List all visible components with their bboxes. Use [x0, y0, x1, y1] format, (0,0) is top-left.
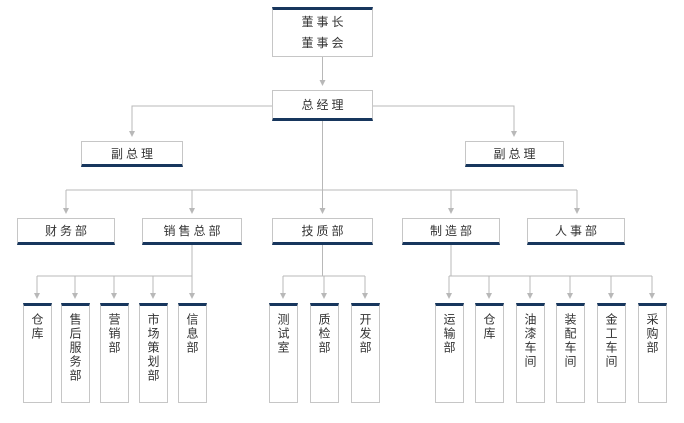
chairman-label-line2: 董事会: [301, 36, 347, 50]
node-dept-finance: 财务部: [17, 218, 115, 245]
node-sub-test-room: 测试室: [269, 303, 298, 403]
node-dept-manufacturing: 制造部: [402, 218, 500, 245]
node-sub-purchasing: 采购部: [638, 303, 667, 403]
node-dept-tech-quality: 技质部: [272, 218, 373, 245]
node-sub-warehouse-sales: 仓库: [23, 303, 52, 403]
node-sub-development: 开发部: [351, 303, 380, 403]
node-general-manager: 总经理: [272, 90, 373, 121]
node-chairman-board: 董事长 董事会: [272, 7, 373, 57]
node-sub-transport: 运输部: [435, 303, 464, 403]
node-vice-gm-right: 副总理: [465, 141, 564, 167]
node-sub-assembly-shop: 装配车间: [556, 303, 585, 403]
node-vice-gm-left: 副总理: [81, 141, 183, 167]
chairman-label-line1: 董事长: [301, 15, 347, 29]
node-sub-market-planning: 市场策划部: [139, 303, 168, 403]
node-dept-hr: 人事部: [527, 218, 625, 245]
node-sub-paint-shop: 油漆车间: [516, 303, 545, 403]
node-sub-after-sales-service: 售后服务部: [61, 303, 90, 403]
node-sub-warehouse-mfg: 仓库: [475, 303, 504, 403]
node-dept-sales-hq: 销售总部: [142, 218, 242, 245]
node-sub-metalwork-shop: 金工车间: [597, 303, 626, 403]
node-sub-marketing: 营销部: [100, 303, 129, 403]
node-sub-information: 信息部: [178, 303, 207, 403]
node-sub-quality-inspection: 质检部: [310, 303, 339, 403]
